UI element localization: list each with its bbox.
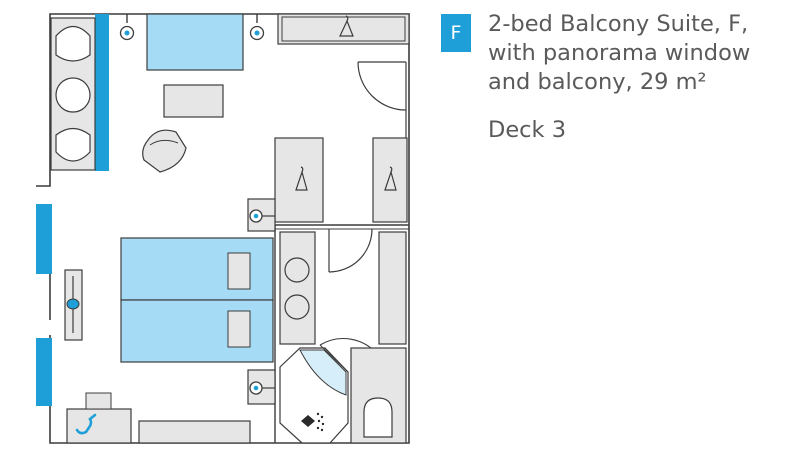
hanger-icon — [295, 166, 308, 191]
vanity-counter — [279, 231, 316, 345]
category-badge: F — [441, 14, 471, 52]
wall-lamp-icon — [247, 198, 276, 232]
bathroom-cabinet — [378, 231, 407, 345]
pillow — [227, 252, 251, 290]
minibar — [85, 392, 112, 410]
balcony-table-icon — [55, 77, 91, 113]
wall-lamp-icon — [249, 14, 265, 41]
deck-label: Deck 3 — [488, 117, 567, 143]
bathroom-door — [328, 228, 373, 273]
toilet-icon — [350, 347, 407, 444]
cabin-title: 2-bed Balcony Suite, F, with panorama wi… — [488, 10, 788, 97]
entrance-door — [357, 61, 407, 140]
sink-icon — [284, 257, 310, 320]
telephone-icon — [75, 413, 97, 435]
cabin-floor-plan — [36, 13, 410, 444]
low-cabinet — [138, 420, 251, 444]
balcony-seating — [50, 17, 96, 171]
shower-icon — [279, 338, 379, 444]
balcony-chair-icon — [55, 127, 91, 162]
cabin-title-line: 2-bed Balcony Suite, F, — [488, 11, 749, 37]
desk — [66, 408, 132, 444]
wall-lamp-icon — [119, 14, 135, 41]
window-upper — [95, 14, 109, 171]
window-left-upper — [36, 204, 52, 274]
hanger-icon — [384, 166, 397, 191]
cabin-title-line: and balcony, 29 m² — [488, 69, 707, 95]
pillow — [227, 310, 251, 348]
balcony-chair-icon — [55, 25, 91, 62]
window-left-lower — [36, 338, 52, 406]
wall-fixture-icon — [64, 269, 83, 341]
coffee-table — [163, 84, 224, 118]
armchair-icon — [142, 129, 187, 173]
twin-beds — [120, 237, 274, 363]
cabin-title-line: with panorama window — [488, 40, 751, 66]
hanger-icon — [339, 15, 354, 37]
wardrobe-right — [372, 137, 408, 223]
wall-lamp-icon — [247, 369, 276, 405]
sofa — [146, 13, 244, 71]
